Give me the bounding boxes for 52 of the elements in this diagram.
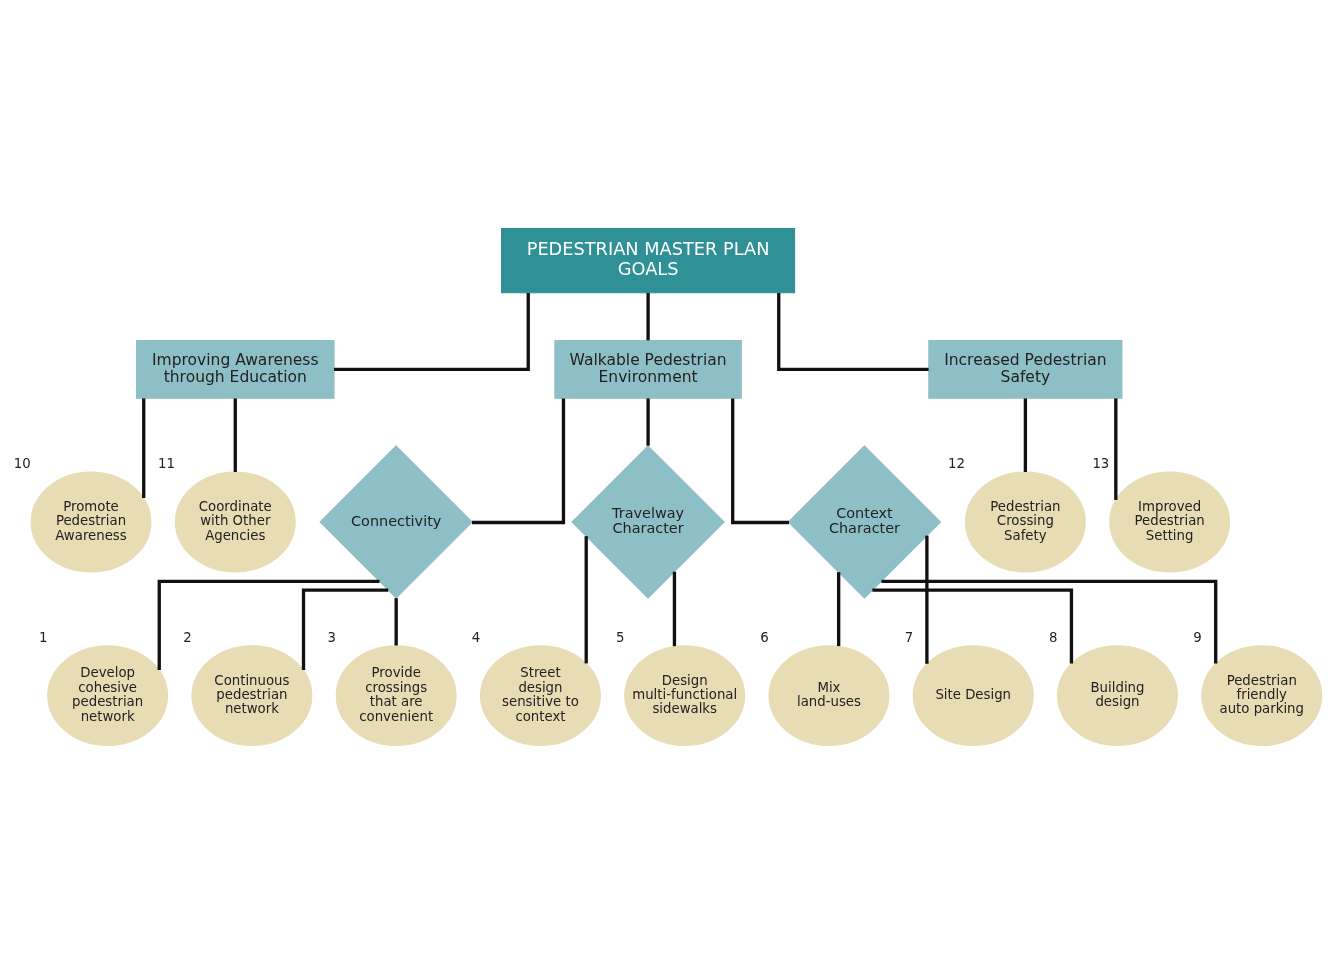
node-diamond: Connectivity: [319, 444, 473, 599]
node-diamond: Context Character: [787, 444, 942, 599]
connector: [872, 588, 1074, 663]
node-ellipse: Street design sensitive to context: [479, 644, 601, 746]
connector: [233, 397, 237, 472]
node-ellipse: Provide crossings that are convenient: [335, 644, 457, 746]
node-ellipse: Mix land-uses: [768, 644, 890, 746]
node-ellipse: Coordinate with Other Agencies: [174, 470, 296, 572]
node-ellipse: Improved Pedestrian Setting: [1109, 470, 1231, 572]
connector: [394, 597, 398, 645]
connector: [672, 571, 677, 646]
node-ellipse: Pedestrian friendly auto parking: [1201, 644, 1323, 746]
node-label: 6: [760, 629, 769, 645]
connector: [1114, 397, 1118, 500]
connector: [301, 588, 389, 670]
node-box: Improving Awareness through Education: [135, 339, 335, 399]
node-label: 4: [471, 629, 481, 645]
node-ellipse: Continuous pedestrian network: [191, 644, 313, 746]
connector: [472, 398, 566, 524]
connector: [334, 292, 530, 371]
connector: [646, 292, 650, 340]
node-box: Walkable Pedestrian Environment: [554, 339, 742, 399]
connector: [142, 397, 146, 498]
connector: [1023, 397, 1028, 472]
node-label: 12: [948, 455, 966, 471]
connector: [925, 535, 929, 664]
connector: [731, 398, 789, 524]
node-diamond: Travelway Character: [571, 444, 725, 599]
node-label: 10: [13, 455, 31, 471]
node-ellipse: Building design: [1057, 644, 1178, 746]
node-ellipse: Promote Pedestrian Awareness: [30, 470, 152, 572]
node-label: 11: [158, 455, 175, 471]
connector: [837, 571, 841, 646]
node-label: 5: [616, 629, 625, 645]
node-label: 1: [39, 629, 48, 645]
node-label: 7: [904, 629, 914, 645]
node-box: Increased Pedestrian Safety: [928, 339, 1123, 399]
node-label: 8: [1048, 629, 1058, 645]
node-label: 9: [1193, 629, 1202, 645]
node-ellipse: Develop cohesive pedestrian network: [47, 644, 169, 746]
node-ellipse: Design multi-functional sidewalks: [624, 644, 746, 746]
node-ellipse: Site Design: [912, 644, 1034, 746]
connector: [157, 579, 380, 670]
node-label: 3: [327, 629, 337, 645]
node-box: PEDESTRIAN MASTER PLAN GOALS: [501, 227, 796, 293]
connector: [646, 397, 650, 446]
connector: [777, 292, 929, 371]
connector: [881, 579, 1218, 663]
node-label: 2: [183, 629, 192, 645]
node-label: 13: [1092, 455, 1110, 471]
node-ellipse: Pedestrian Crossing Safety: [964, 470, 1086, 572]
connector: [584, 535, 588, 663]
